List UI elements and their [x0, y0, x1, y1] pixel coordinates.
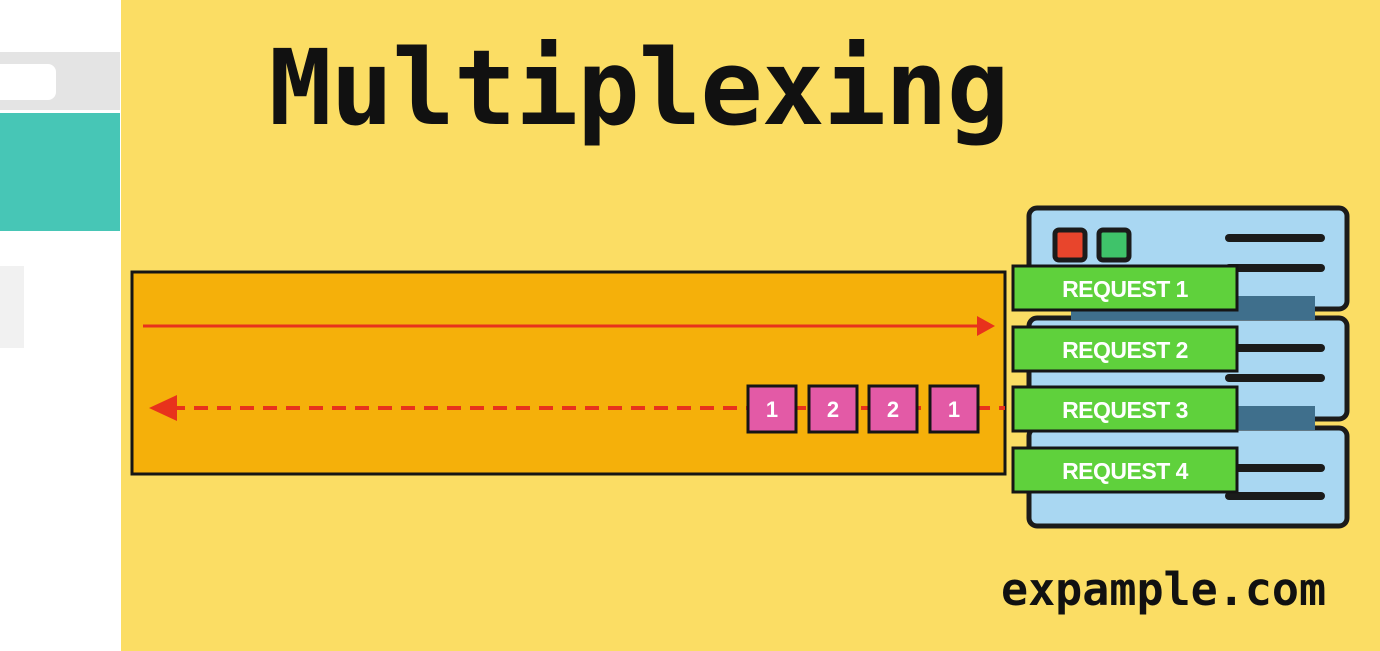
- browser-page-card: [0, 266, 24, 348]
- led-red: [1052, 227, 1088, 263]
- address-bar[interactable]: [0, 64, 56, 100]
- packet-label: 1: [766, 397, 778, 422]
- browser-page-header: [0, 113, 120, 231]
- packet-box: 2: [807, 384, 859, 434]
- packet-box: 1: [746, 384, 798, 434]
- led-green: [1096, 227, 1132, 263]
- request-tag: REQUEST 4: [1011, 446, 1239, 494]
- browser-window: [0, 0, 120, 651]
- slide-title: Multiplexing: [269, 27, 1009, 149]
- connection-channel: [130, 270, 1007, 476]
- request-tag: REQUEST 3: [1011, 385, 1239, 433]
- packet-label: 1: [948, 397, 960, 422]
- multiplexing-diagram: 1 2 2 1 REQUEST 1 REQUEST 2 REQUEST 3: [130, 205, 1350, 529]
- request-label: REQUEST 1: [1062, 276, 1189, 302]
- request-tag: REQUEST 1: [1011, 264, 1239, 312]
- server-domain-label: expample.com: [1001, 563, 1327, 616]
- request-label: REQUEST 2: [1062, 337, 1188, 363]
- packet-box: 1: [928, 384, 980, 434]
- packet-label: 2: [827, 397, 839, 422]
- arrow-right-icon: [977, 316, 995, 336]
- packet-label: 2: [887, 397, 899, 422]
- request-tag: REQUEST 2: [1011, 325, 1239, 373]
- slide: Multiplexing: [121, 0, 1380, 651]
- packet-box: 2: [867, 384, 919, 434]
- request-label: REQUEST 3: [1062, 397, 1188, 423]
- arrow-left-icon: [149, 395, 177, 421]
- request-label: REQUEST 4: [1062, 458, 1189, 484]
